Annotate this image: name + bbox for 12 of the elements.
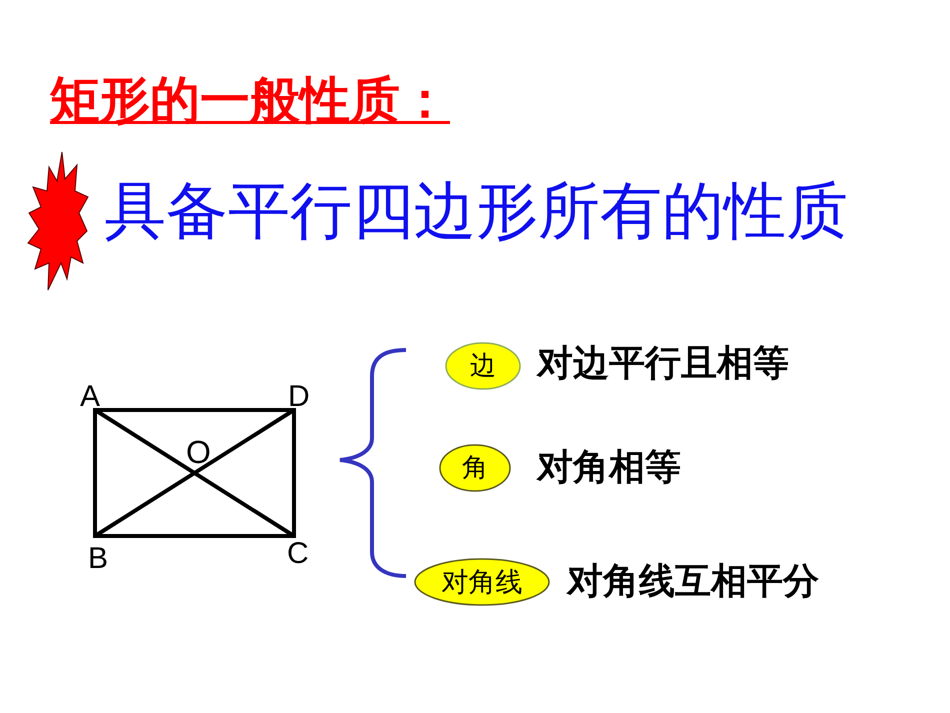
topic-oval: 对角线 — [414, 558, 550, 606]
vertex-label: D — [288, 382, 310, 412]
vertex-label: C — [287, 539, 309, 569]
title: 矩形的一般性质： — [50, 75, 450, 125]
topic-oval: 边 — [445, 342, 521, 390]
subtitle: 具备平行四边形所有的性质 — [104, 180, 848, 242]
vertex-label: A — [80, 382, 100, 412]
statement-text: 对角相等 — [537, 450, 681, 486]
vertex-label: B — [88, 544, 108, 574]
statement-text: 对角线互相平分 — [567, 564, 819, 600]
topic-oval: 角 — [439, 444, 511, 492]
statement-text: 对边平行且相等 — [537, 346, 789, 382]
